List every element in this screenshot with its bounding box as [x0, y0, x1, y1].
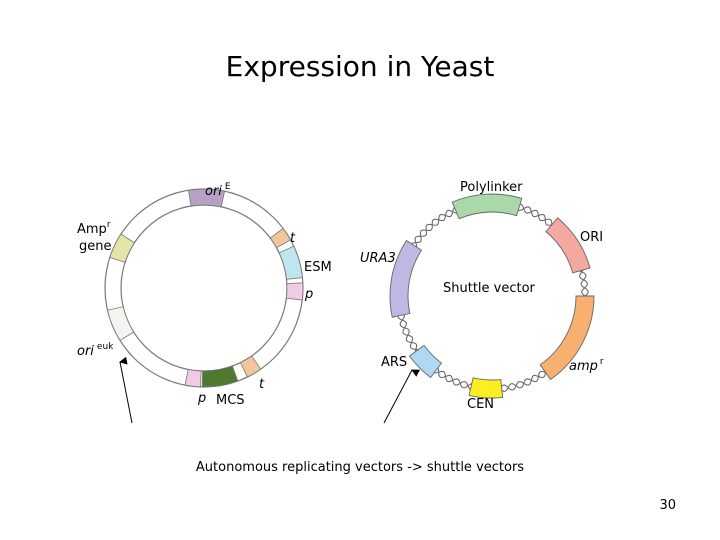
label-gene: gene	[79, 239, 112, 254]
label-polylinker: Polylinker	[460, 180, 523, 195]
segment-esm	[278, 245, 303, 280]
arrow-right	[383, 369, 421, 424]
label-ori: ORI	[580, 230, 603, 245]
label-esm: ESM	[304, 260, 332, 275]
label-p-bottom: p	[197, 391, 206, 406]
segment-ori-euk	[107, 306, 135, 342]
label-t-top: t	[290, 231, 296, 246]
slide-title: Expression in Yeast	[225, 50, 495, 83]
label-cen: CEN	[467, 397, 494, 412]
arrow-left	[119, 356, 133, 424]
label-ura3: URA3	[360, 251, 396, 266]
segment-cen	[468, 377, 504, 399]
segment-ura3	[389, 239, 423, 318]
label-shuttle-vector: Shuttle vector	[443, 281, 536, 296]
segment-t-bottom	[239, 355, 262, 378]
label-amp-r: Ampr	[77, 220, 111, 237]
segment-p-bottom	[184, 369, 202, 388]
left-plasmid-outer-ring	[104, 188, 304, 388]
page-number: 30	[659, 498, 676, 513]
left-plasmid	[104, 188, 304, 388]
label-ars: ARS	[381, 355, 407, 370]
right-plasmid	[389, 193, 595, 399]
label-p-right: p	[304, 287, 313, 302]
label-mcs: MCS	[216, 393, 245, 408]
segment-ori	[545, 217, 591, 274]
left-plasmid-inner-ring	[120, 204, 288, 372]
segment-ori-e	[188, 188, 226, 208]
label-t-bottom: t	[259, 377, 265, 392]
slide-caption: Autonomous replicating vectors -> shuttl…	[195, 460, 525, 475]
segment-p-right	[285, 282, 304, 301]
segment-t-top	[269, 227, 292, 249]
segment-amp-gene	[109, 233, 135, 263]
segment-mcs	[201, 365, 239, 388]
segment-polylinker	[451, 193, 523, 220]
segment-amp-r	[539, 295, 595, 381]
segment-ars	[408, 344, 443, 379]
